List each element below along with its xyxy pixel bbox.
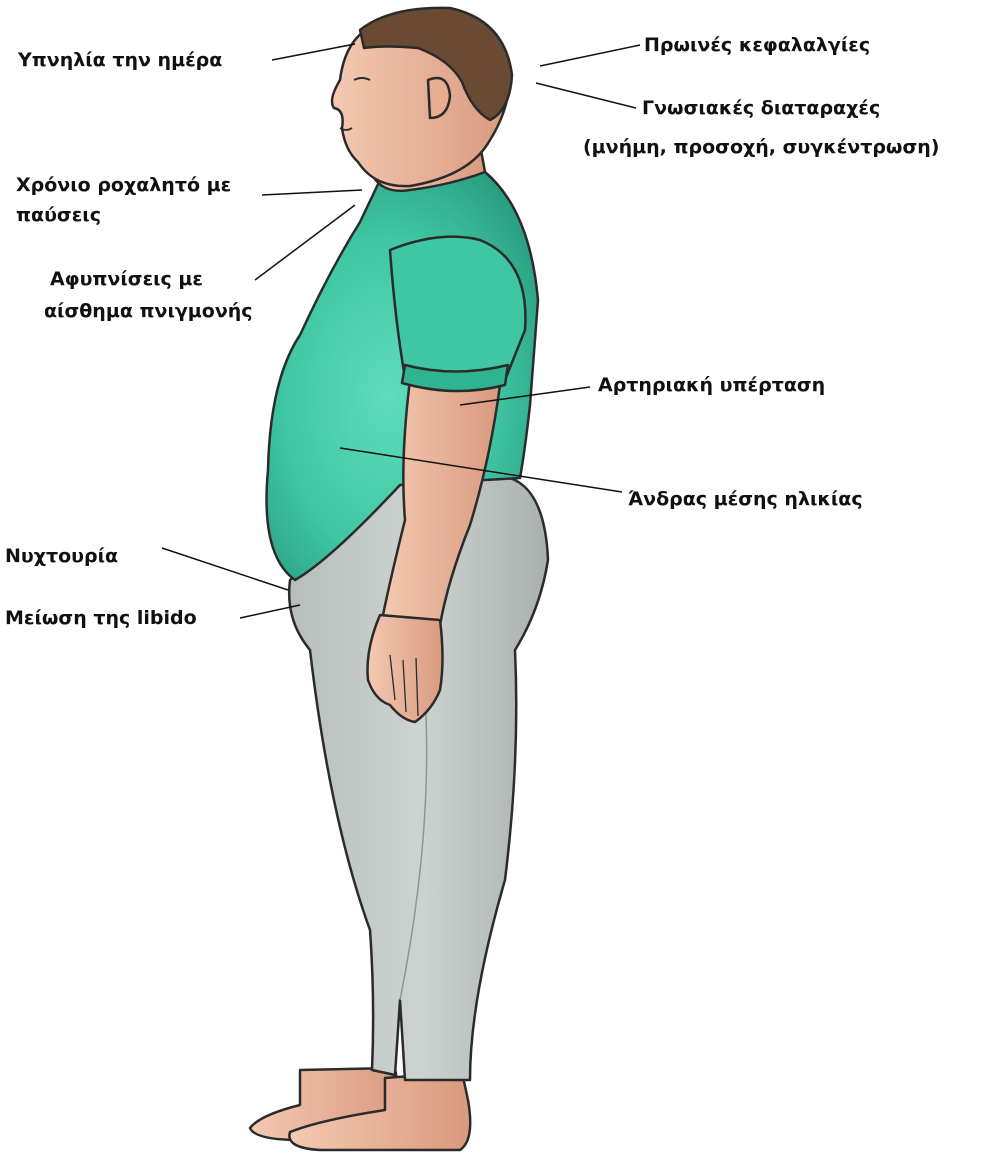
leader-daytime-sleepiness — [272, 44, 355, 60]
sleeve — [390, 237, 525, 385]
leader-nocturia — [162, 548, 288, 590]
label-nocturia: Νυχτουρία — [5, 543, 118, 569]
label-hypertension: Αρτηριακή υπέρταση — [598, 372, 825, 398]
figure-body — [250, 8, 548, 1150]
label-morning-headaches: Πρωινές κεφαλαλγίες — [644, 32, 870, 58]
label-snoring-line2: παύσεις — [16, 202, 101, 228]
label-libido: Μείωση της libido — [5, 605, 197, 631]
leader-cognitive — [536, 83, 636, 108]
label-cognitive-line2: (μνήμη, προσοχή, συγκέντρωση) — [583, 134, 939, 160]
label-choking-line2: αίσθημα πνιγμονής — [44, 298, 253, 324]
label-choking-line1: Αφυπνίσεις με — [50, 266, 203, 292]
leader-snoring — [262, 190, 362, 195]
label-snoring-line1: Χρόνιο ροχαλητό με — [16, 172, 231, 198]
label-daytime-sleepiness: Υπνηλία την ημέρα — [18, 47, 222, 73]
leader-morning-headaches — [540, 45, 640, 66]
label-cognitive-line1: Γνωσιακές διαταραχές — [642, 95, 880, 121]
label-middle-aged-man: Άνδρας μέσης ηλικίας — [628, 486, 863, 512]
